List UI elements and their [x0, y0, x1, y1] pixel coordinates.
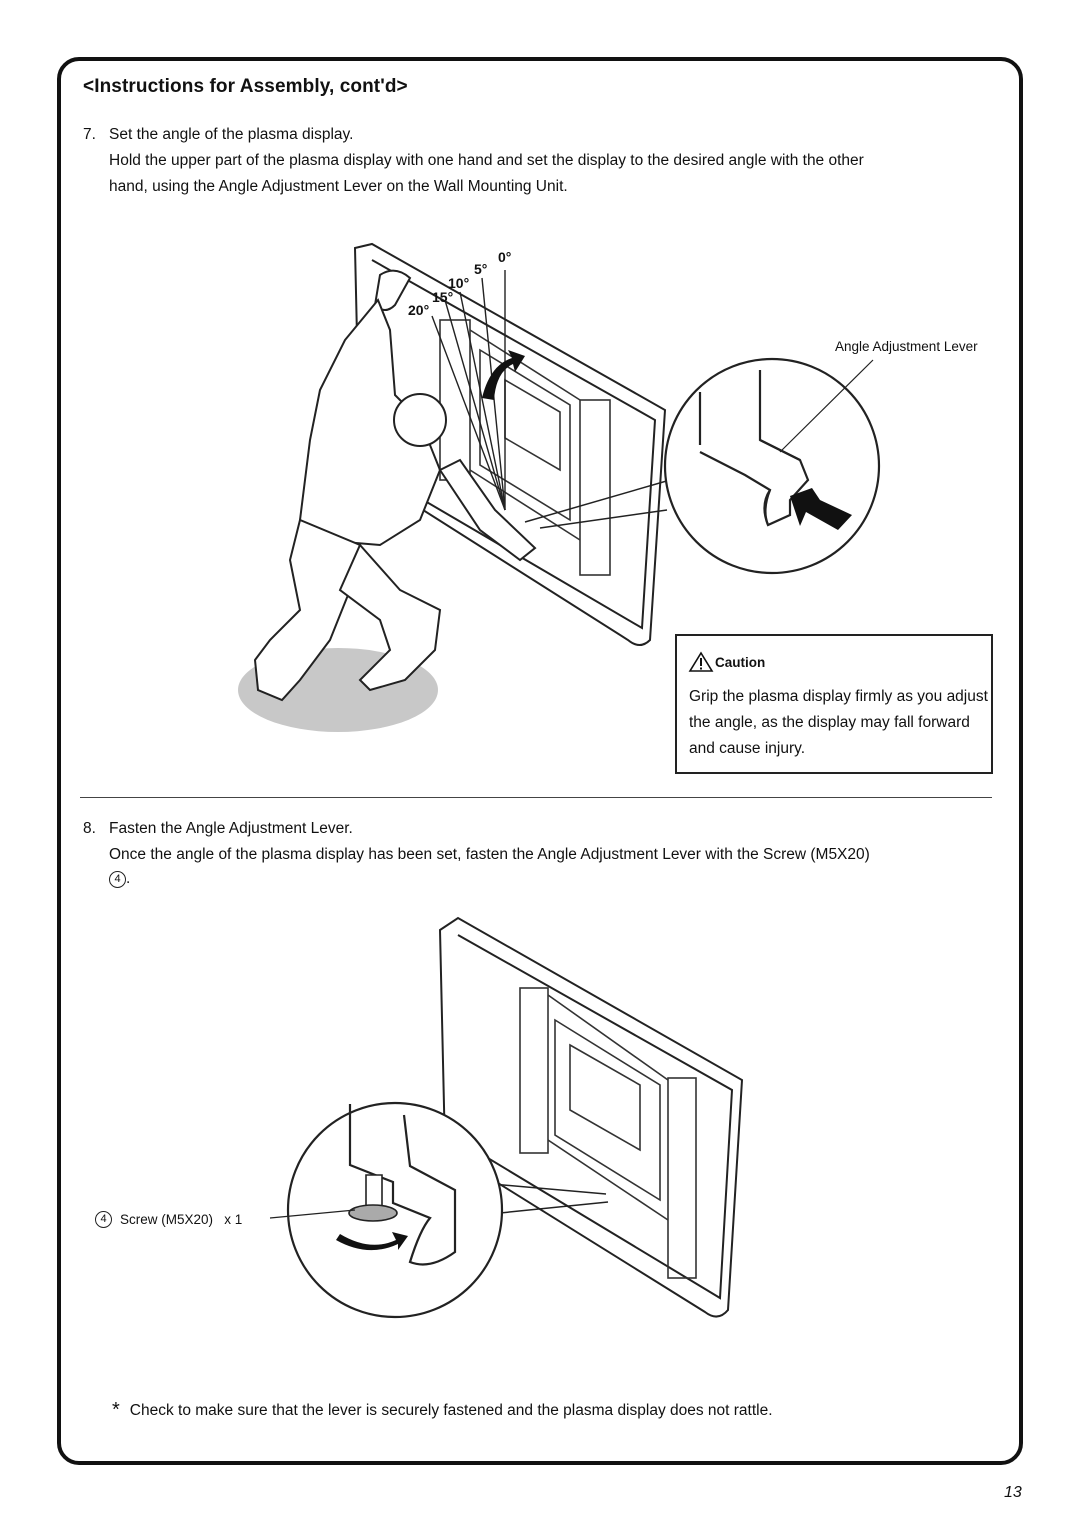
angle-label-5: 5°	[474, 261, 487, 277]
lever-callout	[524, 357, 881, 575]
wall-mount-bracket-2	[519, 987, 697, 1279]
tilt-arrow-icon	[482, 350, 525, 400]
step-7-line-1: Hold the upper part of the plasma displa…	[109, 152, 864, 169]
angle-lines	[431, 270, 506, 511]
part-ref-suffix: .	[126, 870, 131, 887]
fasten-lever-illustration	[269, 916, 744, 1319]
warning-icon	[688, 651, 714, 672]
angle-label-15: 15°	[432, 289, 453, 305]
page-border	[57, 57, 1023, 1465]
rotate-arrow-icon	[336, 1232, 408, 1251]
screw-callout	[269, 1101, 609, 1319]
person-figure	[238, 269, 537, 732]
screw-label: 4 Screw (M5X20) x 1	[95, 1211, 242, 1228]
caution-box: Caution Grip the plasma display firmly a…	[675, 634, 993, 774]
angle-label-10: 10°	[448, 275, 469, 291]
caution-heading: Caution	[688, 651, 766, 672]
angle-label-0: 0°	[498, 249, 511, 265]
check-note: * Check to make sure that the lever is s…	[112, 1399, 773, 1421]
step-7-line-2: hand, using the Angle Adjustment Lever o…	[109, 178, 568, 195]
step-8-line-1: Once the angle of the plasma display has…	[109, 846, 870, 863]
step-8-heading: 8. Fasten the Angle Adjustment Lever.	[83, 816, 353, 842]
section-divider	[80, 797, 992, 798]
angle-adjustment-lever-label: Angle Adjustment Lever	[835, 339, 978, 354]
step-8-number: 8.	[83, 820, 96, 837]
note-bullet: *	[112, 1399, 120, 1421]
page-title: <Instructions for Assembly, cont'd>	[83, 76, 408, 97]
angle-label-20: 20°	[408, 302, 429, 318]
note-text: Check to make sure that the lever is sec…	[129, 1402, 773, 1419]
step-7-number: 7.	[83, 126, 96, 143]
plasma-display-drawing-2	[438, 916, 744, 1318]
caution-text: Grip the plasma display firmly as you ad…	[689, 688, 988, 757]
push-arrow-icon	[790, 488, 852, 530]
step-7-heading-text: Set the angle of the plasma display.	[109, 126, 354, 143]
part-4-label-circle: 4	[95, 1211, 112, 1228]
page-number: 13	[1004, 1484, 1022, 1501]
step-8-heading-text: Fasten the Angle Adjustment Lever.	[109, 820, 353, 837]
screw-label-text: Screw (M5X20) x 1	[120, 1212, 243, 1227]
caution-heading-text: Caution	[715, 654, 766, 670]
part-4-circle-number: 4	[109, 870, 126, 888]
step-7-heading: 7. Set the angle of the plasma display.	[83, 122, 353, 148]
step-8-line-2: 4.	[109, 866, 999, 892]
angle-adjust-illustration: 0° 5° 10° 15° 20°	[238, 242, 881, 732]
